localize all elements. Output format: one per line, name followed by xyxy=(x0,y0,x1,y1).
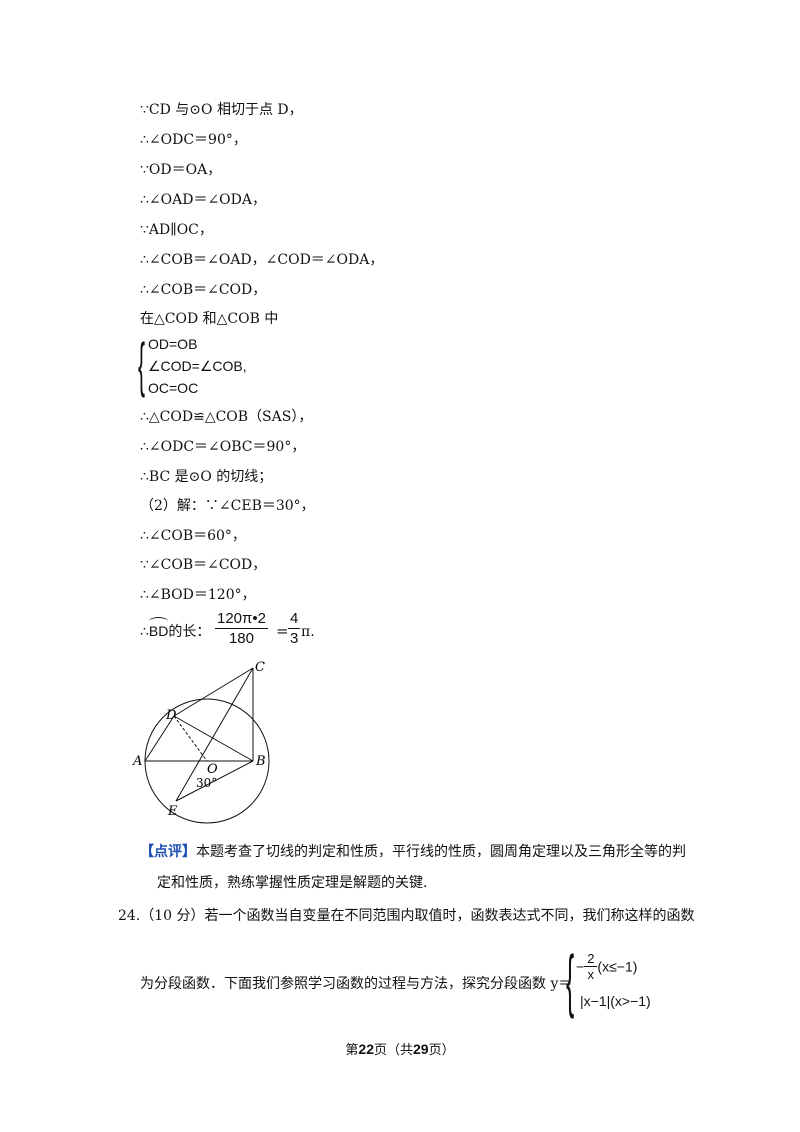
line-12: （2）解：∵∠CEB＝30°， xyxy=(140,498,315,514)
frac1-bar xyxy=(215,628,268,629)
arc-length-line: ∴BD的长： xyxy=(140,617,211,641)
line-9: ∴△COD≌△COB（SAS）， xyxy=(140,409,313,425)
case1-den: x xyxy=(587,967,595,982)
segment-do-dashed xyxy=(173,715,208,762)
piecewise-case-2: |x−1|(x>−1) xyxy=(580,993,651,1009)
line-5: ∵AD∥OC， xyxy=(140,222,213,238)
arc-bd: BD xyxy=(148,617,169,639)
label-o: O xyxy=(207,762,218,777)
footer-mid: 页（共 xyxy=(373,1042,413,1057)
line-2: ∴∠ODC＝90°， xyxy=(140,132,247,148)
piecewise-brace: { xyxy=(566,941,575,1019)
fraction-2: 4 3 xyxy=(288,610,301,647)
comment-tag: 【点评】 xyxy=(140,844,196,860)
equation-system: { OD=OB ∠COD=∠COB, OC=OC xyxy=(138,334,288,400)
segment-ad xyxy=(144,715,175,762)
comment-line-1: 【点评】本题考查了切线的判定和性质，平行线的性质，圆周角定理以及三角形全等的判 xyxy=(140,843,686,861)
comment-text-1: 本题考查了切线的判定和性质，平行线的性质，圆周角定理以及三角形全等的判 xyxy=(196,844,686,860)
line-11: ∴BC 是⊙O 的切线； xyxy=(140,469,273,485)
label-a: A xyxy=(132,754,142,769)
case1-bar xyxy=(584,966,598,967)
minus-sign: − xyxy=(576,958,585,975)
left-brace: { xyxy=(138,331,146,398)
line-4: ∴∠OAD＝∠ODA， xyxy=(140,192,266,208)
footer-prefix: 第 xyxy=(345,1042,359,1057)
question-24-line-1: 24.（10 分）若一个函数当自变量在不同范围内取值时，函数表达式不同，我们称这… xyxy=(118,908,695,924)
page-footer: 第22页（共29页） xyxy=(0,1039,800,1058)
label-b: B xyxy=(255,754,266,769)
arc-mark xyxy=(148,617,169,626)
frac1-den: 180 xyxy=(228,630,254,647)
line-10: ∴∠ODC＝∠OBC＝90°， xyxy=(140,439,306,455)
frac2-den: 3 xyxy=(290,630,299,647)
case1-condition: (x≤−1) xyxy=(597,958,638,975)
arc-suffix: 的长： xyxy=(168,624,211,640)
footer-suffix: 页） xyxy=(428,1042,455,1057)
fraction-1: 120π•2 180 xyxy=(215,610,268,647)
label-d: D xyxy=(165,708,177,723)
footer-page: 22 xyxy=(358,1041,374,1057)
frac2-bar xyxy=(288,628,301,629)
line-3: ∵OD＝OA， xyxy=(140,162,222,178)
frac1-num: 120π•2 xyxy=(217,610,266,627)
system-row-3: OC=OC xyxy=(148,380,199,396)
line-8: 在△COD 和△COB 中 xyxy=(140,311,279,327)
label-e: E xyxy=(167,804,178,819)
geometry-figure: C D A B O 30° E xyxy=(132,660,270,824)
system-row-1: OD=OB xyxy=(148,336,198,352)
line-6: ∴∠COB＝∠OAD，∠COD＝∠ODA， xyxy=(140,252,384,268)
therefore: ∴ xyxy=(140,624,149,640)
case1-num: 2 xyxy=(587,951,595,966)
segment-eb xyxy=(175,760,254,802)
pi-tail: π. xyxy=(301,624,315,640)
segment-dc xyxy=(173,667,254,717)
segment-db xyxy=(173,715,254,762)
segment-ec xyxy=(175,667,254,802)
comment-text-2: 定和性质，熟练掌握性质定理是解题的关键. xyxy=(157,875,428,891)
line-7: ∴∠COB＝∠COD， xyxy=(140,282,267,298)
line-14: ∵∠COB＝∠COD， xyxy=(140,557,267,573)
arc-name: BD xyxy=(148,623,169,639)
label-angle: 30° xyxy=(196,776,217,790)
frac2-num: 4 xyxy=(290,610,299,627)
equals-sign: = xyxy=(276,622,289,640)
line-15: ∴∠BOD＝120°， xyxy=(140,587,256,603)
label-c: C xyxy=(255,660,265,675)
line-13: ∴∠COB＝60°， xyxy=(140,528,246,544)
question-24-line-2: 为分段函数．下面我们参照学习函数的过程与方法，探究分段函数 y＝ xyxy=(140,976,573,992)
footer-total: 29 xyxy=(413,1041,429,1057)
system-row-2: ∠COD=∠COB, xyxy=(148,358,247,374)
line-1: ∵CD 与⊙O 相切于点 D， xyxy=(140,102,303,118)
